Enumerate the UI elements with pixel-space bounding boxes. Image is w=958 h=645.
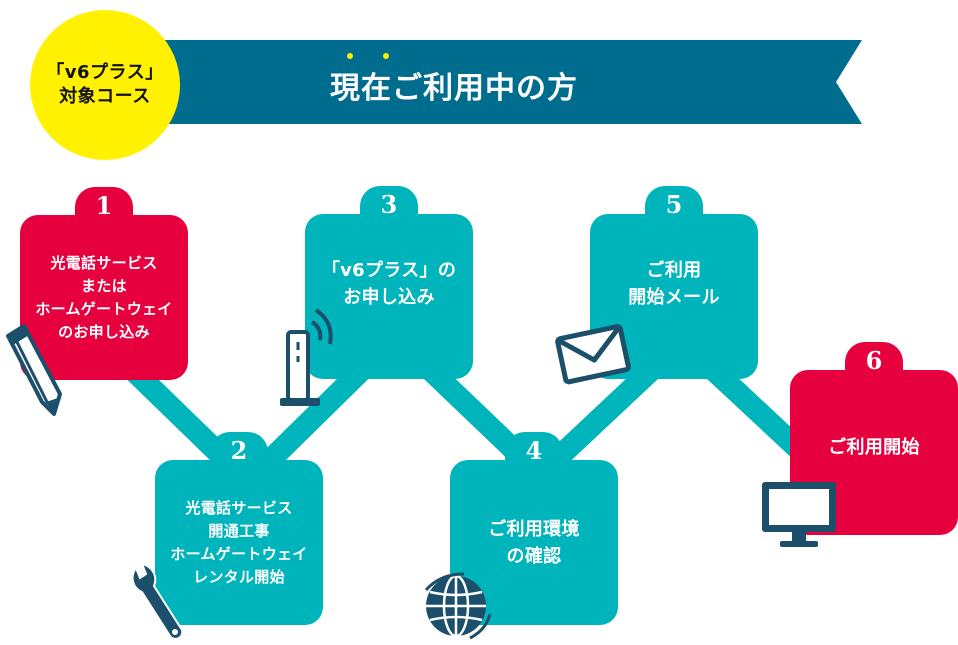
step-text: ご利用 開始メール <box>628 257 720 311</box>
badge-line-1: 「v6プラス」 <box>46 62 164 83</box>
step-line: ホームゲートウェイ <box>35 299 173 318</box>
emphasis-dot <box>347 53 353 59</box>
monitor-icon <box>762 482 836 547</box>
step-line: のお申し込み <box>58 322 150 341</box>
step-line: 開始メール <box>628 286 720 308</box>
step-line: お申し込み <box>343 286 435 308</box>
step-text: ご利用開始 <box>828 434 920 461</box>
pencil-icon <box>6 324 62 416</box>
step-line: レンタル開始 <box>193 567 285 586</box>
step-3-box: 3 「v6プラス」の お申し込み <box>305 186 473 379</box>
wrench-icon <box>131 562 184 640</box>
router-icon <box>280 308 333 406</box>
step-number: 3 <box>360 186 418 234</box>
step-1-box: 1 光電話サービス または ホームゲートウェイ のお申し込み <box>20 187 188 380</box>
globe-icon <box>424 572 492 640</box>
step-line: 光電話サービス <box>50 253 158 272</box>
step-line: ご利用開始 <box>828 437 920 458</box>
step-number: 5 <box>645 186 703 234</box>
step-line: または <box>81 276 127 295</box>
step-line: 光電話サービス <box>185 498 293 517</box>
step-line: 「v6プラス」の <box>321 259 457 281</box>
step-line: ご利用 <box>646 259 702 281</box>
step-line: の確認 <box>506 545 562 567</box>
step-text: 光電話サービス または ホームゲートウェイ のお申し込み <box>35 252 172 344</box>
page-title: 現在ご利用中の方 <box>330 71 578 106</box>
step-text: 光電話サービス 開通工事 ホームゲートウェイ レンタル開始 <box>170 497 307 589</box>
step-text: ご利用環境 の確認 <box>488 516 580 570</box>
step-line: ご利用環境 <box>488 518 580 540</box>
badge-line-2: 対象コース <box>59 86 151 107</box>
step-number: 1 <box>75 187 133 235</box>
emphasis-dot <box>383 53 389 59</box>
step-line: 開通工事 <box>208 521 270 540</box>
step-line: ホームゲートウェイ <box>170 544 308 563</box>
step-number: 2 <box>210 432 268 480</box>
target-course-badge: 「v6プラス」 対象コース <box>30 10 180 160</box>
connector-4-5 <box>537 353 668 479</box>
step-number: 6 <box>845 342 903 390</box>
envelope-icon <box>555 324 631 385</box>
step-2-box: 2 光電話サービス 開通工事 ホームゲートウェイ レンタル開始 <box>155 432 323 625</box>
step-text: 「v6プラス」の お申し込み <box>322 257 456 311</box>
step-number: 4 <box>505 432 563 480</box>
title-banner <box>110 40 862 124</box>
